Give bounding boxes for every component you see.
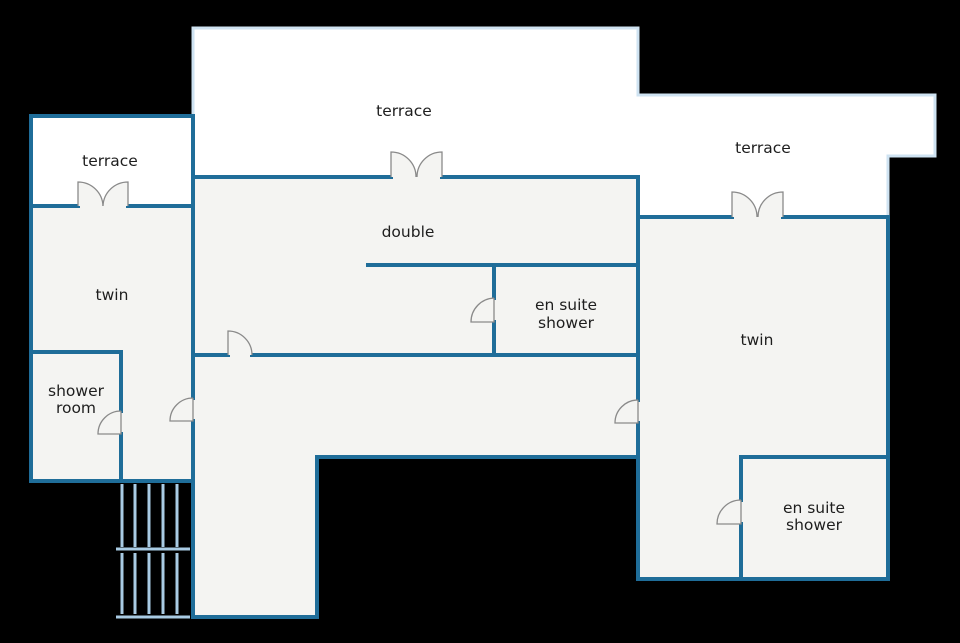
door-terrace-top bbox=[390, 151, 417, 178]
shower-room-label-line1: shower bbox=[48, 382, 105, 400]
shower-room-label-line2: room bbox=[56, 399, 96, 417]
twin-right-label: twin bbox=[741, 331, 774, 349]
doors bbox=[77, 151, 784, 525]
twin-left-label: twin bbox=[96, 286, 129, 304]
twin-left-floor bbox=[31, 206, 193, 481]
ensuite-right-label-line2: shower bbox=[786, 516, 843, 534]
ensuite-mid-label-line1: en suite bbox=[535, 296, 597, 314]
door-ensuite-right bbox=[716, 499, 742, 525]
door-twin-left bbox=[169, 397, 194, 422]
door-twin-right bbox=[614, 399, 639, 424]
stairs bbox=[116, 484, 190, 619]
terrace-left-label: terrace bbox=[82, 152, 138, 170]
terrace-right-label: terrace bbox=[735, 139, 791, 157]
twin-right-floor bbox=[638, 217, 888, 579]
double-label: double bbox=[382, 223, 435, 241]
door-terrace-left bbox=[77, 181, 104, 207]
corridor-floor bbox=[193, 357, 638, 617]
walls bbox=[29, 114, 890, 619]
terrace-top-label: terrace bbox=[376, 102, 432, 120]
ensuite-mid-label-line2: shower bbox=[538, 314, 595, 332]
ensuite-right-label-line1: en suite bbox=[783, 499, 845, 517]
door-shower-room bbox=[97, 410, 122, 435]
door-double bbox=[227, 330, 253, 356]
door-ensuite-mid bbox=[470, 297, 495, 323]
door-terrace-right bbox=[731, 191, 758, 218]
